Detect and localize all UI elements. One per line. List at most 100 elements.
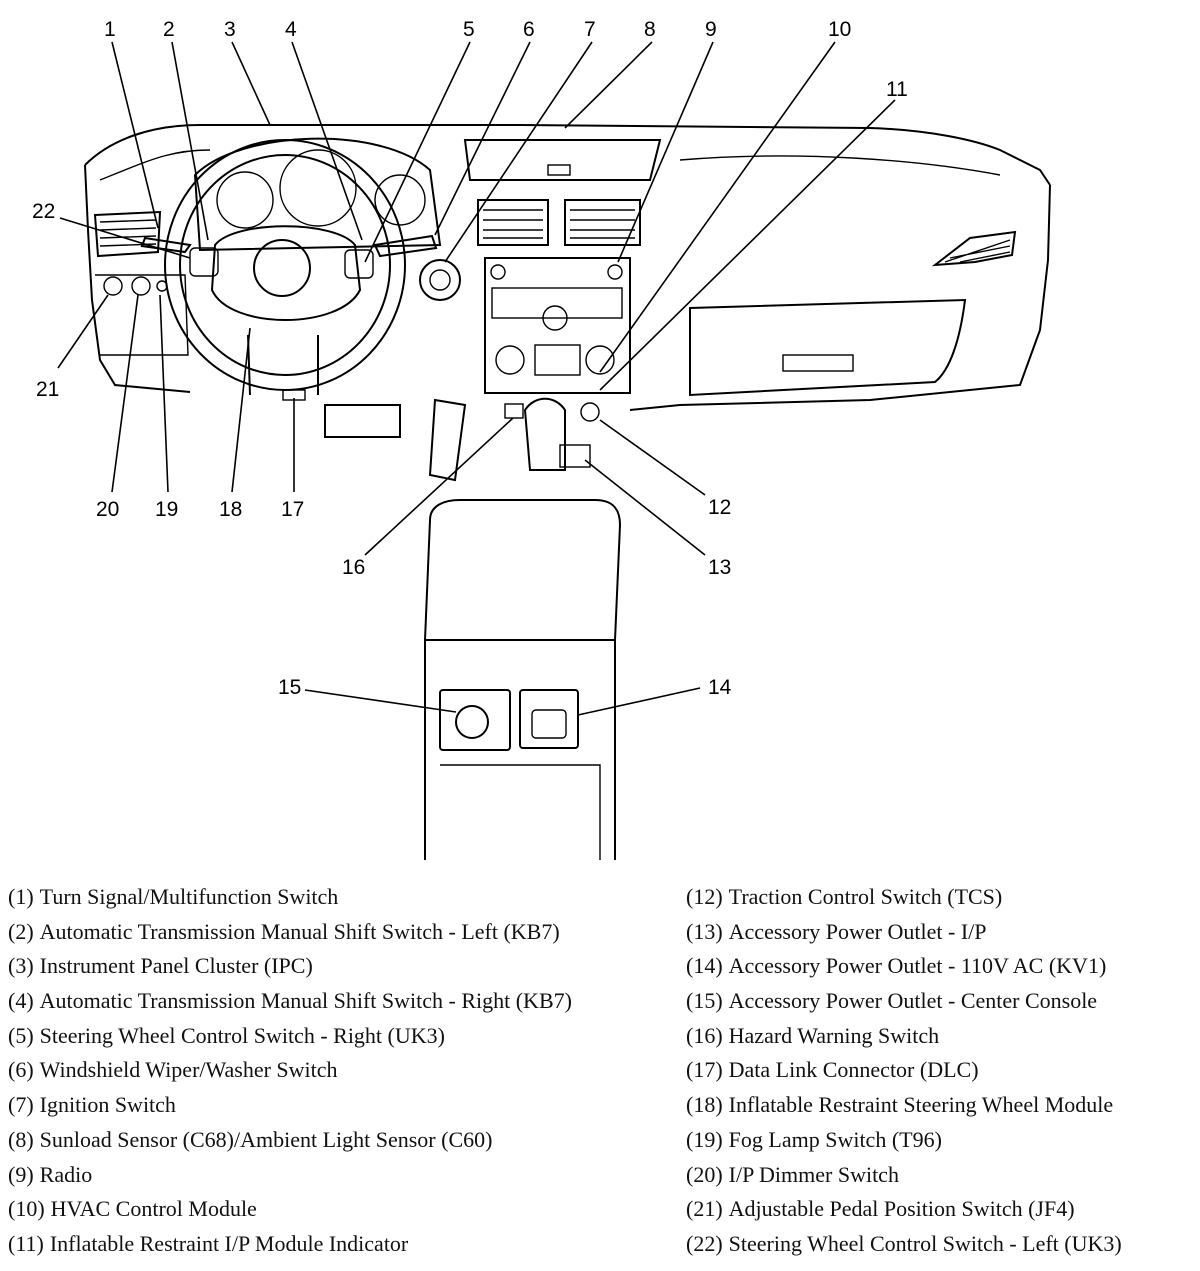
dash-right-edge (629, 184, 1051, 411)
callout-20: 20 (96, 498, 119, 521)
callout-9: 9 (705, 18, 717, 41)
brake-pedal (324, 404, 401, 438)
legend-item: (3)Instrument Panel Cluster (IPC) (8, 949, 668, 984)
legend-number: (18) (686, 1092, 723, 1118)
legend-label: Steering Wheel Control Switch - Left (UK… (728, 1230, 1122, 1256)
right-vent (931, 230, 1017, 267)
legend-item: (17)Data Link Connector (DLC) (686, 1053, 1196, 1088)
legend-item: (6)Windshield Wiper/Washer Switch (8, 1053, 668, 1088)
dash-top-outline (84, 124, 1051, 186)
legend-item: (8)Sunload Sensor (C68)/Ambient Light Se… (8, 1123, 668, 1158)
hvac-knob-left (495, 345, 525, 375)
left-vent (93, 210, 162, 258)
legend-label: Accessory Power Outlet - 110V AC (KV1) (728, 953, 1107, 979)
legend-left-column: (1)Turn Signal/Multifunction Switch (2)Au… (8, 880, 668, 1262)
legend-number: (15) (686, 988, 723, 1014)
callout-10: 10 (828, 18, 851, 41)
callout-12: 12 (708, 496, 731, 519)
sunload-sensor (547, 164, 571, 176)
legend-number: (11) (8, 1230, 44, 1256)
radio-knob-left (490, 264, 506, 280)
legend-item: (12)Traction Control Switch (TCS) (686, 880, 1196, 915)
legend-label: Adjustable Pedal Position Switch (JF4) (728, 1196, 1075, 1222)
tachometer (216, 171, 274, 229)
legend-number: (1) (8, 884, 34, 909)
legend-number: (19) (686, 1126, 723, 1152)
legend-number: (5) (8, 1022, 34, 1048)
legend-label: Steering Wheel Control Switch - Right (U… (39, 1022, 445, 1048)
ignition-keyhole (429, 269, 451, 291)
legend-number: (10) (8, 1196, 45, 1222)
legend-number: (20) (686, 1161, 723, 1187)
legend-number: (7) (8, 1092, 34, 1118)
ac-outlet-housing (519, 689, 579, 749)
fog-lamp-switch (156, 280, 168, 292)
glove-box-handle (782, 354, 854, 372)
callout-4: 4 (285, 18, 297, 41)
legend-number: (6) (8, 1057, 34, 1083)
legend-number: (21) (686, 1196, 723, 1222)
left-lower-panel (95, 274, 189, 356)
legend-label: Windshield Wiper/Washer Switch (39, 1057, 338, 1083)
callout-18: 18 (219, 498, 242, 521)
callout-22: 22 (32, 200, 55, 223)
callout-7: 7 (584, 18, 596, 41)
legend-label: Hazard Warning Switch (728, 1022, 940, 1048)
right-vent-slats (944, 239, 1011, 263)
legend-number: (13) (686, 918, 723, 944)
gear-shifter (523, 397, 566, 471)
legend-item: (18)Inflatable Restraint Steering Wheel … (686, 1088, 1196, 1123)
wiper-stalk (373, 234, 438, 258)
legend-label: Ignition Switch (39, 1092, 176, 1118)
legend-item: (13)Accessory Power Outlet - I/P (686, 915, 1196, 950)
legend-number: (14) (686, 953, 723, 979)
legend-item: (2)Automatic Transmission Manual Shift S… (8, 915, 668, 950)
callout-17: 17 (281, 498, 304, 521)
callout-14: 14 (708, 676, 732, 699)
legend-item: (11)Inflatable Restraint I/P Module Indi… (8, 1227, 668, 1262)
legend-right-column: (12)Traction Control Switch (TCS)(13)Acc… (686, 880, 1196, 1262)
callout-8: 8 (644, 18, 656, 41)
legend-label: Inflatable Restraint I/P Module Indicato… (49, 1230, 409, 1256)
legend-label: Fog Lamp Switch (T96) (728, 1126, 942, 1152)
center-hood (463, 139, 662, 181)
callout-5: 5 (463, 18, 475, 41)
ip-power-outlet (559, 444, 591, 468)
legend-number: (9) (8, 1161, 34, 1187)
legend-item: (7)Ignition Switch (8, 1088, 668, 1123)
legend-number: (22) (686, 1230, 723, 1256)
fuel-gauge (374, 174, 426, 226)
ac-outlet (531, 709, 567, 739)
steering-wheel-rim (164, 139, 406, 391)
center-vent-right (564, 199, 641, 246)
callout-6: 6 (523, 18, 535, 41)
dimmer-switch (131, 276, 151, 296)
console-bin (440, 764, 601, 860)
radio-hvac-stack (484, 257, 631, 394)
legend-item: (20)I/P Dimmer Switch (686, 1158, 1196, 1193)
legend-item: (14)Accessory Power Outlet - 110V AC (KV… (686, 949, 1196, 984)
console-power-outlet (455, 705, 489, 739)
legend-label: Turn Signal/Multifunction Switch (39, 884, 339, 909)
legend-label: HVAC Control Module (50, 1196, 257, 1222)
radio-buttons (491, 287, 623, 319)
legend-number: (17) (686, 1057, 723, 1083)
callout-19: 19 (155, 498, 178, 521)
hazard-switch (504, 403, 524, 419)
legend-label: Traction Control Switch (TCS) (728, 884, 1003, 909)
legend-number: (8) (8, 1126, 34, 1152)
left-swc-switch (189, 247, 219, 277)
center-console (423, 499, 622, 641)
callout-21: 21 (36, 378, 59, 401)
callout-15: 15 (278, 676, 301, 699)
radio-knob-right (607, 264, 623, 280)
leader-lines (57, 41, 896, 716)
accelerator-pedal (428, 398, 467, 482)
console-outlet-housing (439, 689, 511, 751)
legend-item: (9)Radio (8, 1158, 668, 1193)
hvac-knob-right (585, 345, 615, 375)
glove-box (689, 298, 967, 397)
legend-item: (10)HVAC Control Module (8, 1192, 668, 1227)
